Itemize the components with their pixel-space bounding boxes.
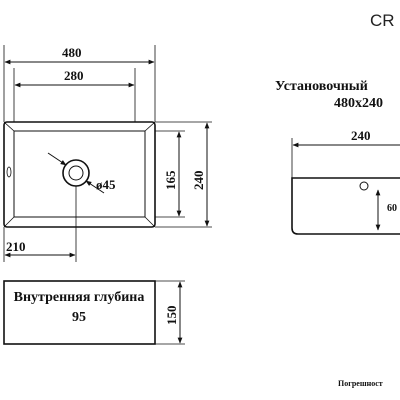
cutout-body-outline [291,177,400,235]
width-inner-label: 280 [64,68,84,83]
model-code: CR [370,11,395,30]
basin-outer-rim [3,121,156,228]
depth-240-label: 240 [191,171,206,191]
depth-165-label: 165 [163,170,178,190]
drain-offset-label: 210 [6,239,26,254]
overflow-hole [6,166,12,178]
inner-depth-caption: Внутренняя глубина [14,290,145,305]
width-outer-label: 480 [62,45,82,60]
cutout-view: Установочный 480x240 240 60 [275,79,400,235]
height-label: 150 [164,306,179,326]
basin-inner-bowl [13,130,146,218]
cutout-width-label: 240 [351,128,371,143]
hole-offset-label: 60 [387,203,397,214]
top-view: 480 280 ø45 165 240 [3,45,212,262]
cutout-hole [359,181,369,191]
side-view-outline [3,280,156,345]
side-view: Внутренняя глубина 95 150 [3,280,185,345]
drain-icon [62,159,90,187]
cutout-title: Установочный [275,79,368,94]
inner-depth-value: 95 [72,310,86,325]
tolerance-note: Погрешност [338,379,383,388]
drain-diameter-label: ø45 [96,177,116,192]
cutout-size: 480x240 [334,96,383,111]
